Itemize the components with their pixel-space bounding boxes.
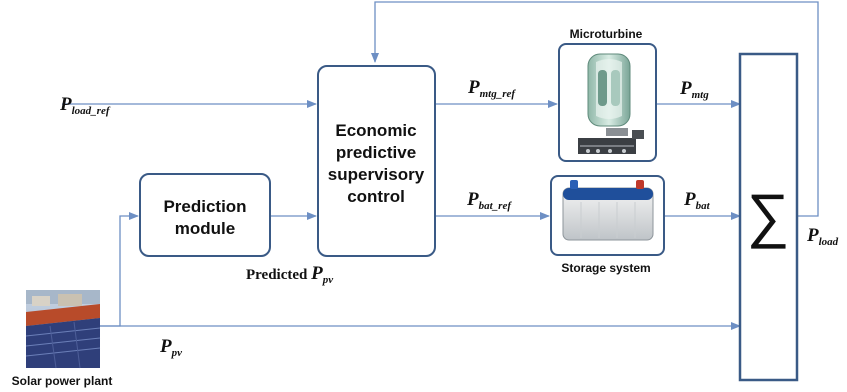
signal-p-mtg-ref-base: P <box>467 77 480 98</box>
signal-p-mtg-ref-sub: mtg_ref <box>480 88 517 100</box>
signal-predicted-pv-base: P <box>310 263 323 284</box>
signal-p-mtg: Pmtg <box>679 78 709 101</box>
signal-p-bat-base: P <box>683 189 696 210</box>
battery-image <box>562 180 654 241</box>
controller-label-line4: control <box>347 187 405 206</box>
prediction-module-block: Prediction module <box>139 173 271 257</box>
signal-p-load-ref-base: P <box>59 94 72 115</box>
microturbine-image <box>578 53 644 154</box>
sum-block: ∑ <box>738 52 799 382</box>
signal-p-load-base: P <box>806 225 819 246</box>
signal-p-pv-sub: pv <box>171 347 183 359</box>
microturbine-block: Microturbine <box>558 27 657 162</box>
solar-plant-photo <box>25 290 101 369</box>
signal-p-pv: Ppv <box>159 336 182 359</box>
signal-predicted-pv-sub: pv <box>322 274 334 286</box>
storage-caption: Storage system <box>561 261 650 275</box>
controller-label-line1: Economic <box>335 121 416 140</box>
signal-p-bat: Pbat <box>683 189 711 212</box>
signal-p-bat-ref-base: P <box>466 189 479 210</box>
controller-label-line3: supervisory <box>328 165 425 184</box>
signal-p-mtg-sub: mtg <box>692 89 710 101</box>
prediction-module-label-line2: module <box>175 219 235 238</box>
solar-caption: Solar power plant <box>12 374 113 388</box>
signal-p-bat-sub: bat <box>696 200 711 212</box>
connections <box>62 1 819 330</box>
signal-predicted-pv: Predicted Ppv <box>246 263 333 286</box>
arrow-solar-to-prediction <box>100 212 139 327</box>
signal-p-mtg-base: P <box>679 78 692 99</box>
controller-block: Economic predictive supervisory control <box>317 65 436 257</box>
microturbine-caption: Microturbine <box>570 27 643 41</box>
signal-p-bat-ref-sub: bat_ref <box>479 200 513 212</box>
signal-p-pv-base: P <box>159 336 172 357</box>
controller-label-line2: predictive <box>336 143 416 162</box>
signal-p-load-sub: load <box>819 236 839 248</box>
prediction-module-label-line1: Prediction <box>163 197 246 216</box>
feedback-load-to-controller <box>371 1 819 217</box>
signal-p-load-ref: Pload_ref <box>59 94 111 117</box>
signal-p-load-ref-sub: load_ref <box>72 105 111 117</box>
signal-p-load: Pload <box>806 225 839 248</box>
sum-symbol: ∑ <box>747 182 790 249</box>
signal-p-mtg-ref: Pmtg_ref <box>467 77 516 100</box>
signal-predicted-pv-prefix: Predicted <box>246 267 311 283</box>
storage-block: Storage system <box>550 175 665 275</box>
signal-p-bat-ref: Pbat_ref <box>466 189 512 212</box>
